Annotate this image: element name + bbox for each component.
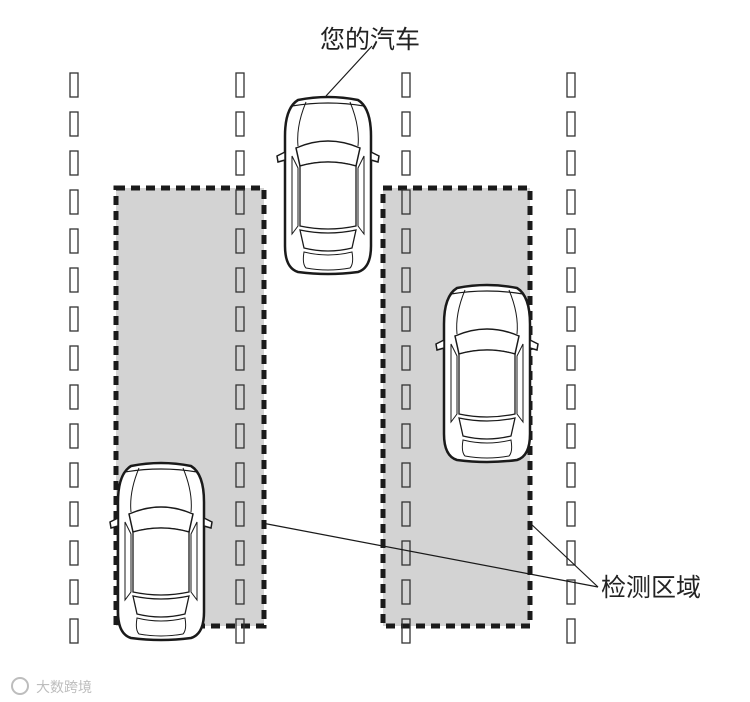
lane-dash [566,228,576,254]
lane-dash [566,111,576,137]
lane-dash [566,345,576,371]
lane-dash [69,540,79,566]
lane-dash [235,189,245,215]
lane-dash [401,267,411,293]
lane-dash [566,267,576,293]
lane-dash [401,423,411,449]
left-zone-leader-line [261,522,599,588]
lane-dash [69,306,79,332]
lane-dash [235,462,245,488]
lane-dash [401,228,411,254]
lane-dash [401,540,411,566]
lane-dash [566,501,576,527]
watermark-logo-icon [11,677,29,695]
lane-dash [566,579,576,605]
lane-dash [566,150,576,176]
lane-dash [69,501,79,527]
lane-dash [235,267,245,293]
lane-dash [235,540,245,566]
lane-dash [235,228,245,254]
car-right-lane [434,283,540,464]
lane-dash [69,384,79,410]
lane-dash [235,306,245,332]
lane-dash [235,501,245,527]
lane-dash [69,267,79,293]
detection-zone-label: 检测区域 [601,573,701,602]
lane-dash [69,423,79,449]
lane-dash [401,345,411,371]
lane-dash [235,384,245,410]
lane-dash [566,306,576,332]
lane-dash [235,618,245,644]
lane-dash [235,111,245,137]
lane-dash [566,540,576,566]
lane-dash [401,150,411,176]
lane-dash [69,150,79,176]
watermark: 大数跨境 [11,677,92,696]
lane-dash [69,462,79,488]
watermark-text: 大数跨境 [36,680,92,696]
lane-dash [69,579,79,605]
lane-dash [401,72,411,98]
right-zone-leader-line [529,522,599,588]
lane-dash [401,618,411,644]
lane-dash [566,462,576,488]
lane-dash [401,579,411,605]
lane-dash [69,111,79,137]
lane-dash [401,501,411,527]
lane-dash [401,462,411,488]
lane-dash [69,228,79,254]
lane-dash [235,423,245,449]
car-left-lane [108,461,214,642]
lane-dash [566,618,576,644]
your-car [275,95,381,276]
lane-dash [69,72,79,98]
lane-dash [566,72,576,98]
lane-dash [69,345,79,371]
lane-dash [69,189,79,215]
lane-dash [235,150,245,176]
lane-dash [401,306,411,332]
lane-dash [401,111,411,137]
lane-dash [566,189,576,215]
lane-dash [401,384,411,410]
lane-dash [235,579,245,605]
lane-dash [566,423,576,449]
lane-dash [566,384,576,410]
lane-dash [401,189,411,215]
lane-dash [235,72,245,98]
your-car-leader-line [325,45,373,97]
lane-markings [69,72,576,644]
your-car-label: 您的汽车 [320,25,420,54]
lane-dash [235,345,245,371]
lane-dash [69,618,79,644]
